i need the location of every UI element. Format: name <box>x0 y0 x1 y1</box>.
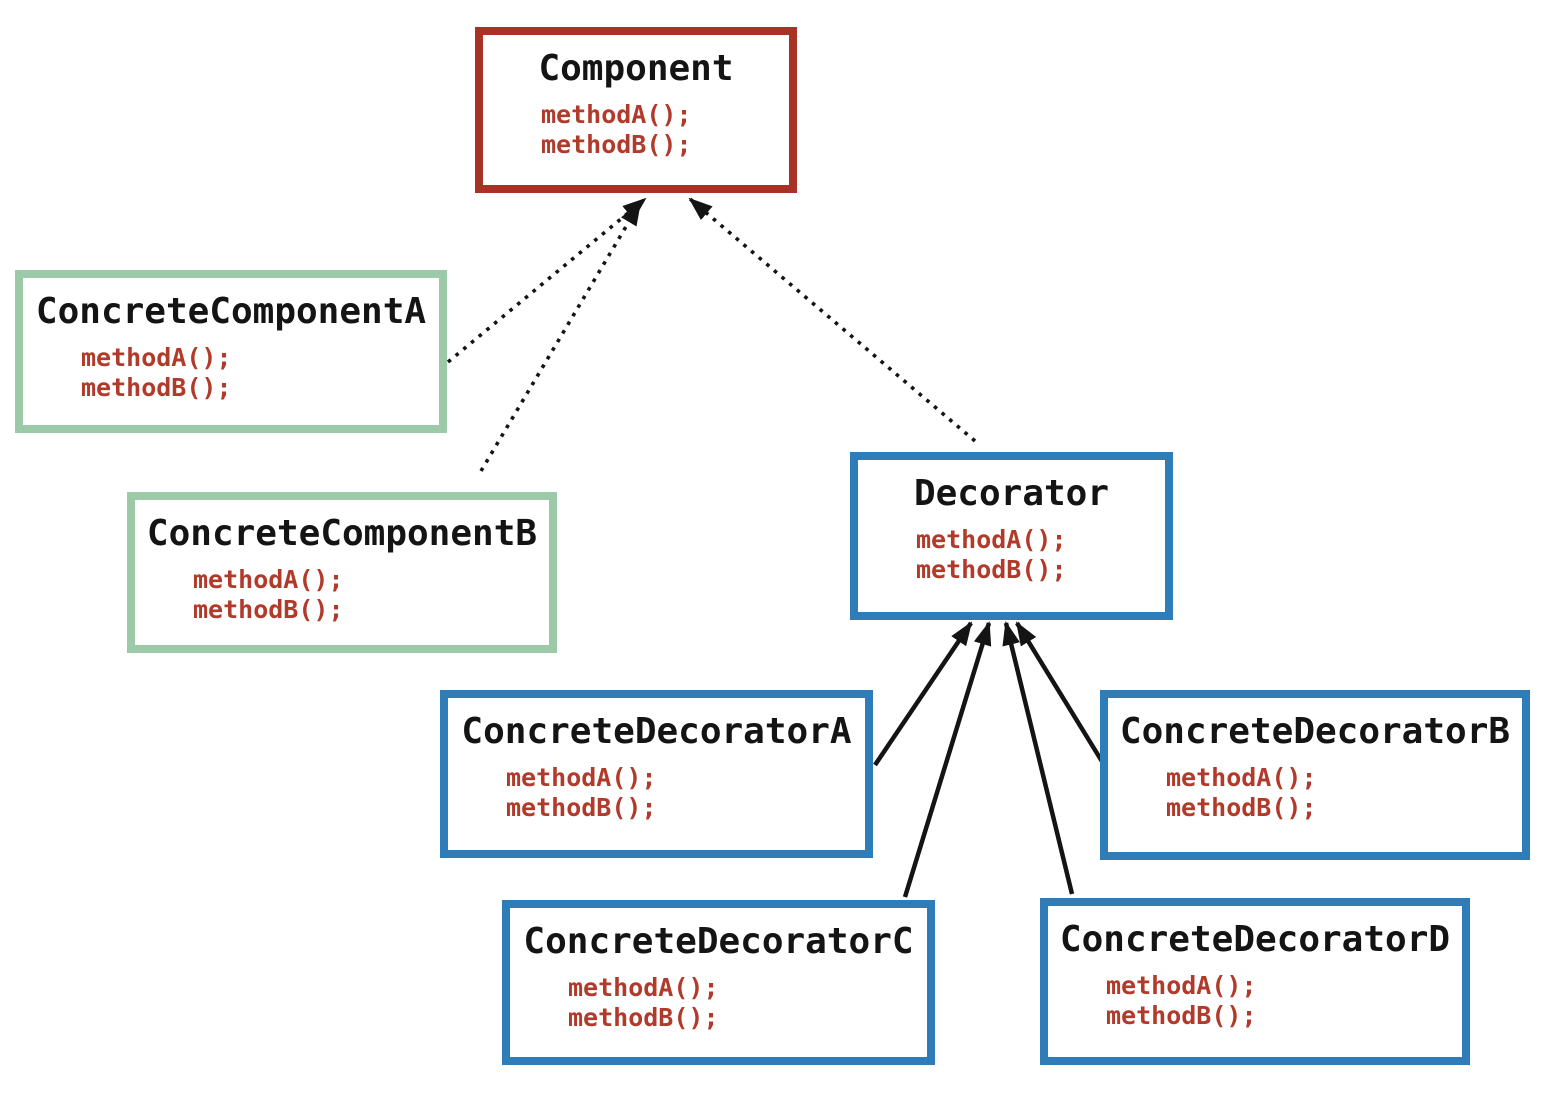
class-box-concrete-decorator-c: ConcreteDecoratorC methodA(); methodB(); <box>502 900 935 1065</box>
class-methods: methodA(); methodB(); <box>483 100 789 160</box>
inheritance-arrow-ConcreteDecoratorC-to-Decorator <box>902 621 992 898</box>
class-title: ConcreteComponentB <box>146 513 538 554</box>
method-line: methodB(); <box>1166 793 1317 823</box>
class-box-concrete-component-b: ConcreteComponentB methodA(); methodB(); <box>127 492 557 653</box>
inheritance-arrow-Decorator-to-Component <box>688 197 977 443</box>
method-line: methodA(); <box>81 343 232 373</box>
class-title: ConcreteDecoratorC <box>523 921 914 962</box>
method-line: methodB(); <box>541 130 692 160</box>
class-box-concrete-decorator-b: ConcreteDecoratorB methodA(); methodB(); <box>1100 690 1530 860</box>
inheritance-arrow-ConcreteDecoratorD-to-Decorator <box>1002 621 1075 895</box>
method-line: methodB(); <box>81 373 232 403</box>
method-line: methodA(); <box>541 100 692 130</box>
class-title: Component <box>538 48 734 89</box>
inheritance-arrow-ConcreteComponentB-to-Component <box>479 201 642 472</box>
inheritance-arrow-ConcreteDecoratorA-to-Decorator <box>873 621 973 767</box>
method-line: methodB(); <box>568 1003 719 1033</box>
method-line: methodB(); <box>193 595 344 625</box>
class-methods: methodA(); methodB(); <box>1108 763 1522 823</box>
method-line: methodB(); <box>916 555 1067 585</box>
method-line: methodA(); <box>193 565 344 595</box>
class-methods: methodA(); methodB(); <box>135 565 549 625</box>
class-methods: methodA(); methodB(); <box>858 525 1165 585</box>
class-box-concrete-decorator-d: ConcreteDecoratorD methodA(); methodB(); <box>1040 898 1470 1065</box>
method-line: methodA(); <box>916 525 1067 555</box>
class-methods: methodA(); methodB(); <box>23 343 439 403</box>
class-title: ConcreteDecoratorA <box>461 711 852 752</box>
method-line: methodA(); <box>1166 763 1317 793</box>
class-title: ConcreteDecoratorD <box>1059 919 1451 960</box>
class-box-component: Component methodA(); methodB(); <box>475 27 797 193</box>
class-box-concrete-component-a: ConcreteComponentA methodA(); methodB(); <box>15 270 447 433</box>
method-line: methodB(); <box>506 793 657 823</box>
method-line: methodA(); <box>506 763 657 793</box>
inheritance-arrow-ConcreteDecoratorB-to-Decorator <box>1015 621 1105 765</box>
class-box-concrete-decorator-a: ConcreteDecoratorA methodA(); methodB(); <box>440 690 873 858</box>
method-line: methodB(); <box>1106 1001 1257 1031</box>
class-box-decorator: Decorator methodA(); methodB(); <box>850 452 1173 620</box>
class-title: ConcreteComponentA <box>35 291 427 332</box>
class-methods: methodA(); methodB(); <box>510 973 927 1033</box>
class-methods: methodA(); methodB(); <box>448 763 865 823</box>
inheritance-edges <box>446 197 1105 898</box>
inheritance-arrow-ConcreteComponentA-to-Component <box>446 197 647 364</box>
class-methods: methodA(); methodB(); <box>1048 971 1462 1031</box>
method-line: methodA(); <box>568 973 719 1003</box>
method-line: methodA(); <box>1106 971 1257 1001</box>
class-title: ConcreteDecoratorB <box>1119 711 1511 752</box>
class-title: Decorator <box>913 473 1110 514</box>
